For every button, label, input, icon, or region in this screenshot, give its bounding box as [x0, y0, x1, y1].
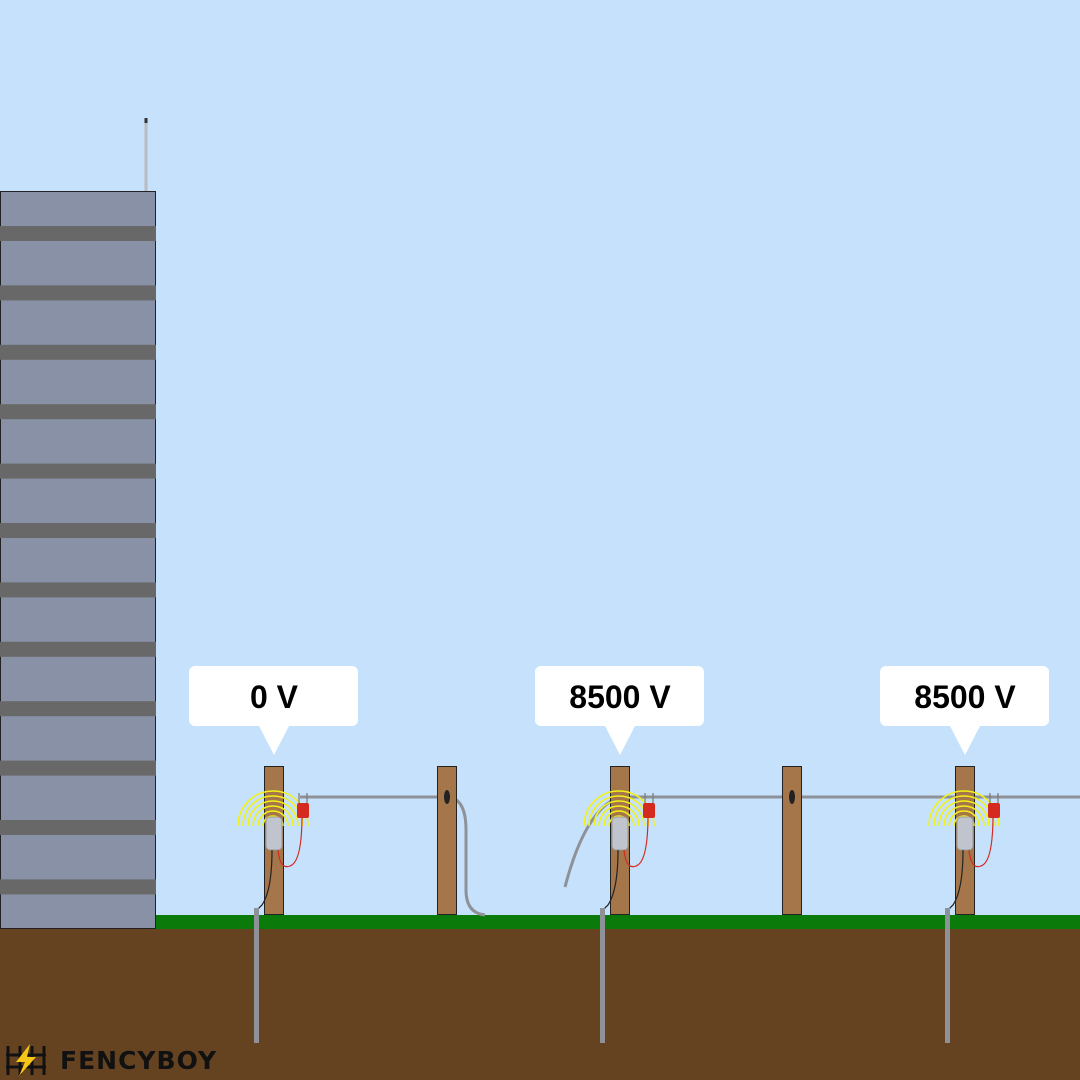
pulse-arc	[252, 805, 294, 827]
voltage-label-text: 8500 V	[914, 679, 1016, 715]
wire-clip	[297, 803, 309, 818]
voltage-label-text: 8500 V	[569, 679, 671, 715]
energizer-unit	[928, 790, 1000, 1043]
building-floor-stripe	[0, 760, 156, 776]
voltage-label-1: 0 V	[189, 666, 358, 755]
wire-clip	[988, 803, 1000, 818]
logo: FENCYBOY	[6, 1044, 217, 1076]
building-floor-stripe	[0, 285, 156, 301]
pulse-arc	[247, 800, 299, 827]
pulse-arc	[948, 810, 980, 827]
pulse-arc	[257, 810, 289, 827]
building-floor-stripe	[0, 226, 156, 241]
ground	[0, 929, 1080, 1080]
pulse-arc	[598, 805, 640, 827]
building-floor-stripe	[0, 344, 156, 360]
energizers	[237, 790, 1000, 1043]
building	[0, 118, 156, 929]
pulse-arc	[593, 800, 645, 827]
fence-post	[437, 766, 457, 915]
building-floor-stripe	[0, 404, 156, 420]
voltage-label-2: 8500 V	[535, 666, 704, 755]
pulse-arc	[603, 810, 635, 827]
clip-jaw	[644, 793, 654, 803]
clip-jaw	[298, 793, 308, 803]
lightning-fence-icon	[6, 1044, 46, 1076]
live-lead	[968, 814, 994, 868]
voltage-label-3: 8500 V	[880, 666, 1049, 755]
pulse-arc	[938, 800, 990, 827]
energizer-box	[611, 816, 629, 851]
pulse-arc	[943, 805, 985, 827]
insulator	[789, 790, 795, 804]
energizer-unit	[237, 790, 309, 1043]
energizer-box	[956, 816, 974, 851]
ground-rod	[600, 908, 605, 1043]
building-floor-stripe	[0, 523, 156, 538]
grass	[0, 915, 1080, 929]
clip-jaw	[989, 793, 999, 803]
ground-rod	[254, 908, 259, 1043]
live-lead	[623, 814, 649, 868]
voltage-labels: 0 V 8500 V 8500 V	[189, 666, 1049, 755]
insulator	[444, 790, 450, 804]
wire-clip	[643, 803, 655, 818]
energizer-box	[265, 816, 283, 851]
energizer-unit	[583, 790, 655, 1043]
building-floor-stripe	[0, 641, 156, 657]
building-floor-stripe	[0, 820, 156, 835]
ground-rod	[945, 908, 950, 1043]
logo-text: FENCYBOY	[60, 1046, 217, 1075]
voltage-label-text: 0 V	[250, 679, 299, 715]
building-floor-stripe	[0, 701, 156, 717]
live-lead	[277, 814, 303, 868]
fence-post	[782, 766, 802, 915]
building-floor-stripe	[0, 582, 156, 598]
building-floor-stripe	[0, 879, 156, 895]
building-floor-stripe	[0, 463, 156, 479]
